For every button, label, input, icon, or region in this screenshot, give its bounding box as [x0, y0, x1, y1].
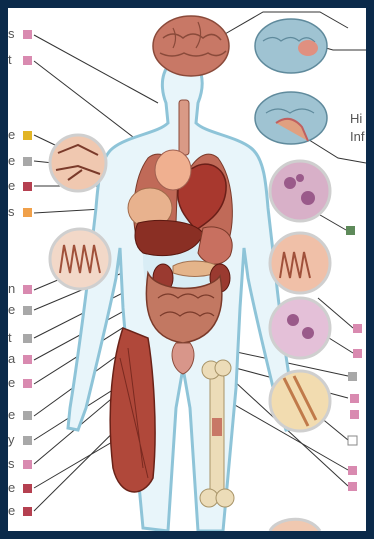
- organ-label: s: [8, 205, 15, 219]
- brain-icon: [255, 19, 327, 73]
- tissue-circle-icon: [270, 233, 330, 293]
- brain-icon: [255, 92, 327, 144]
- label-marker: [23, 355, 32, 364]
- label-marker: [23, 306, 32, 315]
- left-markers: [23, 30, 32, 516]
- label-marker: [23, 30, 32, 39]
- organ-label: y: [8, 433, 15, 447]
- brain-icon: [153, 16, 229, 76]
- tissue-circle-icon: [50, 229, 110, 289]
- label-marker: [23, 507, 32, 516]
- label-marker: [23, 411, 32, 420]
- label-marker: [23, 285, 32, 294]
- organ-label: e: [8, 408, 15, 422]
- label-marker: [23, 157, 32, 166]
- organ-label: e: [8, 504, 15, 518]
- anatomy-diagram: [8, 8, 366, 531]
- label-marker: [23, 460, 32, 469]
- label-marker: [350, 410, 359, 419]
- label-marker: [348, 466, 357, 475]
- organ-label: Hi: [350, 112, 362, 126]
- tissue-circle-icon: [270, 371, 330, 431]
- organ-label: e: [8, 303, 15, 317]
- organ-label: t: [8, 53, 12, 67]
- organ-label: n: [8, 282, 15, 296]
- stomach-icon: [198, 227, 232, 264]
- tissue-circle-icon: [270, 161, 330, 221]
- gland-icon: [155, 150, 191, 190]
- organ-label: Inf: [350, 130, 364, 144]
- label-marker: [23, 131, 32, 140]
- label-marker: [23, 379, 32, 388]
- organ-label: e: [8, 376, 15, 390]
- right-markers: [346, 226, 362, 491]
- organ-label: a: [8, 352, 15, 366]
- label-marker: [348, 482, 357, 491]
- organ-label: e: [8, 154, 15, 168]
- label-marker: [353, 324, 362, 333]
- label-marker: [23, 334, 32, 343]
- organ-label: e: [8, 128, 15, 142]
- organ-label: e: [8, 179, 15, 193]
- label-marker: [23, 484, 32, 493]
- organ-label: t: [8, 331, 12, 345]
- tissue-circle-icon: [270, 519, 320, 531]
- label-marker: [23, 436, 32, 445]
- organ-label: s: [8, 457, 15, 471]
- label-marker: [350, 394, 359, 403]
- label-marker: [353, 349, 362, 358]
- anatomy-poster: s t e e e s n e t a e e y s e e Hi Inf: [8, 8, 366, 531]
- label-marker: [23, 182, 32, 191]
- label-marker: [348, 372, 357, 381]
- organ-label: s: [8, 27, 15, 41]
- tissue-circle-icon: [270, 298, 330, 358]
- organ-label: e: [8, 481, 15, 495]
- label-marker: [23, 208, 32, 217]
- leader-line: [34, 35, 158, 103]
- label-marker: [346, 226, 355, 235]
- trachea-icon: [179, 100, 189, 155]
- label-marker: [348, 436, 357, 445]
- label-marker: [23, 56, 32, 65]
- tissue-circle-icon: [50, 135, 106, 191]
